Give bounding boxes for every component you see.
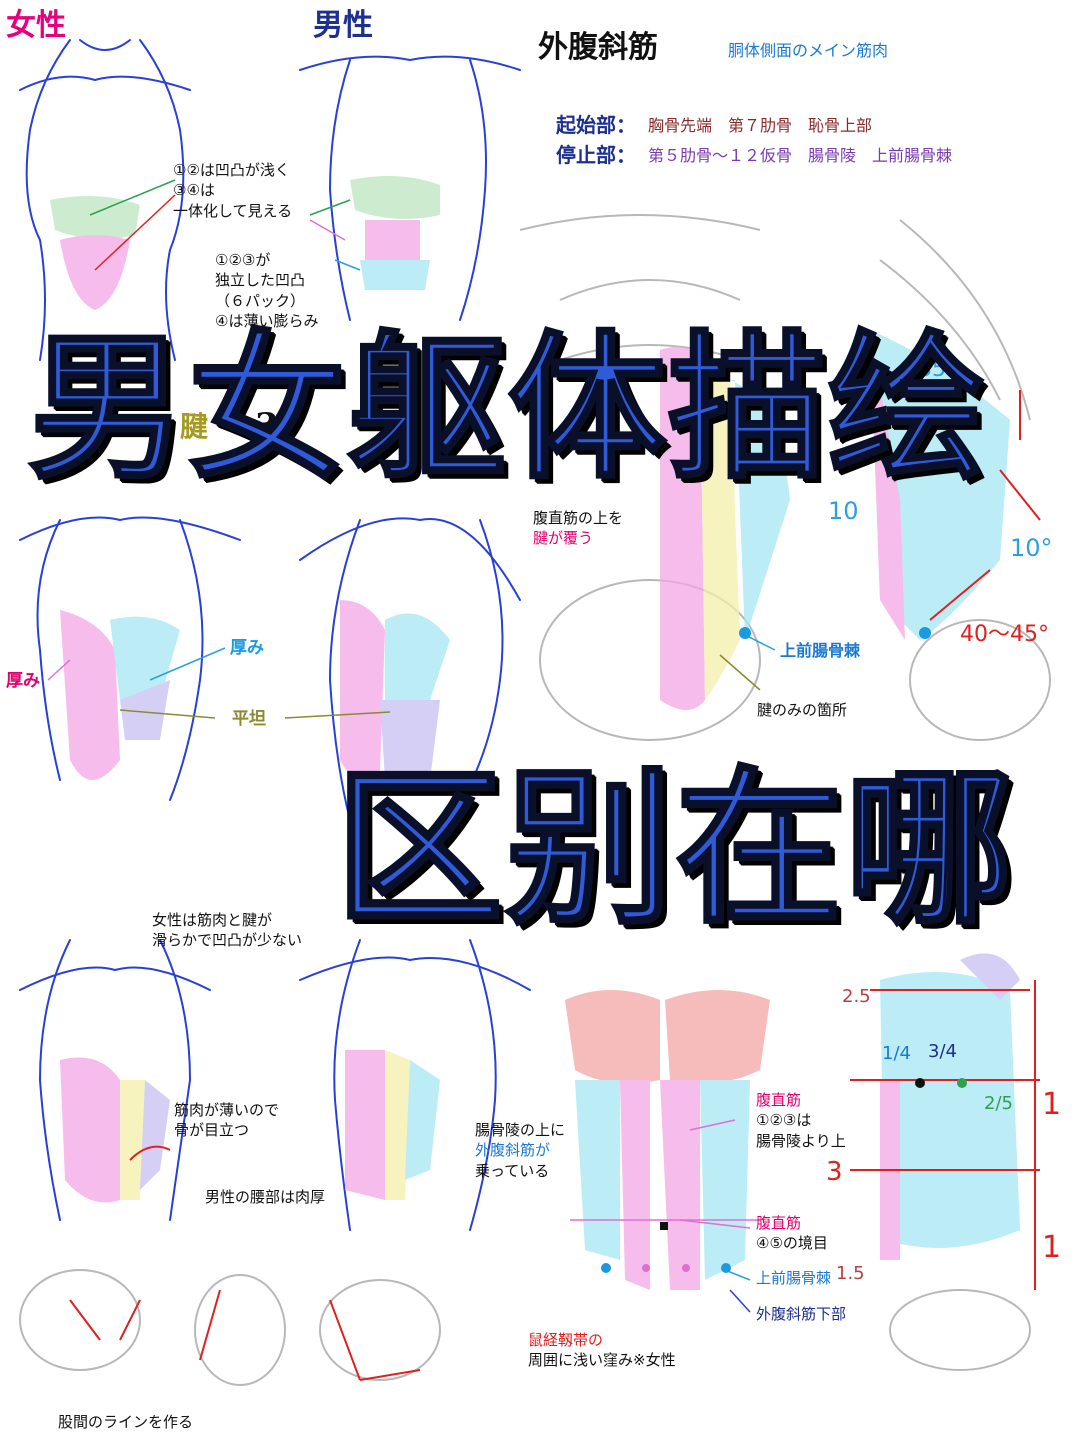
overlay-title-line1: 男女躯体描绘 [27, 317, 988, 501]
male-abs-note: ①②③が 独立した凹凸 （６パック） ④は薄い膨らみ [215, 250, 318, 331]
muscle-subtitle: 胴体側面のメイン筋肉 [728, 41, 889, 60]
tendon-only-label: 腱のみの箇所 [757, 701, 848, 719]
origin-label: 起始部： [556, 113, 636, 137]
angle-10a: 10 [828, 497, 859, 525]
inguinal-note: 鼠経靱帯の 周囲に浅い窪み※女性 [528, 1330, 676, 1371]
note-line: 腹直筋の上を [533, 509, 624, 527]
note-line: ①②③が [215, 251, 271, 269]
note-line: 腸骨陵より上 [756, 1131, 846, 1150]
asis-label: 上前腸骨棘 [780, 641, 861, 660]
muscle-title: 外腹斜筋 [538, 30, 658, 65]
note-line: 一体化して見える [173, 201, 293, 220]
note-line: ④は薄い膨らみ [215, 311, 319, 330]
note-line: 筋肉が薄いので [174, 1101, 280, 1119]
male-waist-note: 男性の腰部は肉厚 [205, 1188, 326, 1206]
note-line: 独立した凹凸 [215, 271, 306, 290]
ratio-3-4: 3/4 [928, 1041, 957, 1062]
thickness-right-label: 厚み [230, 638, 264, 658]
ratio-1b: 1 [1042, 1230, 1062, 1265]
tendon-note: 腹直筋の上を 腱が覆う [533, 508, 623, 549]
female-label: 女性 [6, 8, 66, 43]
note-line: 腱が覆う [533, 529, 594, 548]
note-line: 腹直筋 [756, 1091, 802, 1109]
section-number: 3 [255, 406, 279, 446]
thin-muscle-note: 筋肉が薄いので 骨が目立つ [174, 1100, 279, 1141]
rectus-border-note: 腹直筋 ④⑤の境目 [756, 1213, 828, 1254]
note-line: ①②は凹凸が浅く [173, 161, 290, 179]
note-line: ①②③は [756, 1111, 812, 1130]
note-line: 女性は筋肉と腱が [152, 911, 273, 929]
female-abs-note: ①②は凹凸が浅く ③④は 一体化して見える [173, 160, 292, 221]
note-line: 周囲に浅い窪み※女性 [528, 1351, 676, 1370]
iliac-note: 腸骨陵の上に 外腹斜筋が 乗っている [475, 1120, 565, 1181]
note-line: ④⑤の境目 [756, 1234, 828, 1253]
asis-label-2: 上前腸骨棘 [756, 1269, 832, 1287]
note-line: 鼠経靱帯の [528, 1331, 604, 1349]
ratio-1-5: 1.5 [836, 1263, 865, 1284]
ratio-2-5: 2.5 [842, 986, 871, 1007]
female-smooth-note: 女性は筋肉と腱が 滑らかで凹凸が少ない [152, 910, 302, 951]
angle-10b: 10° [1010, 534, 1053, 562]
note-line: （６パック） [215, 291, 306, 310]
angle-35: 35° [918, 357, 957, 382]
ratio-2-5b: 2/5 [984, 1093, 1013, 1114]
origin-value: 胸骨先端 第７肋骨 恥骨上部 [648, 116, 873, 135]
angle-40-45: 40〜45° [960, 622, 1049, 647]
note-line: 外腹斜筋が [475, 1141, 551, 1160]
external-oblique-lower-label: 外腹斜筋下部 [756, 1305, 847, 1323]
note-line: 乗っている [475, 1161, 550, 1180]
rectus-note: 腹直筋 ①②③は 腸骨陵より上 [756, 1090, 846, 1151]
insertion-label: 停止部： [556, 143, 636, 167]
note-line: 腸骨陵の上に [475, 1121, 566, 1139]
flat-label: 平坦 [232, 709, 266, 729]
thickness-left-label: 厚み [6, 671, 40, 691]
ratio-1a: 1 [1042, 1087, 1062, 1122]
note-line: 滑らかで凹凸が少ない [152, 931, 303, 950]
note-line: ③④は [173, 181, 215, 200]
insertion-value: 第５肋骨〜１２仮骨 腸骨陵 上前腸骨棘 [648, 146, 953, 165]
overlay-title-line2: 区别在哪 [334, 751, 1015, 947]
section-fragment: 腱 [180, 410, 209, 443]
note-line: 骨が目立つ [174, 1121, 250, 1140]
ratio-1-4: 1/4 [882, 1043, 911, 1064]
note-line: 腹直筋 [756, 1214, 802, 1232]
male-label: 男性 [313, 8, 373, 43]
groin-line-note: 股間のラインを作る [58, 1413, 194, 1431]
ratio-3: 3 [826, 1157, 843, 1187]
